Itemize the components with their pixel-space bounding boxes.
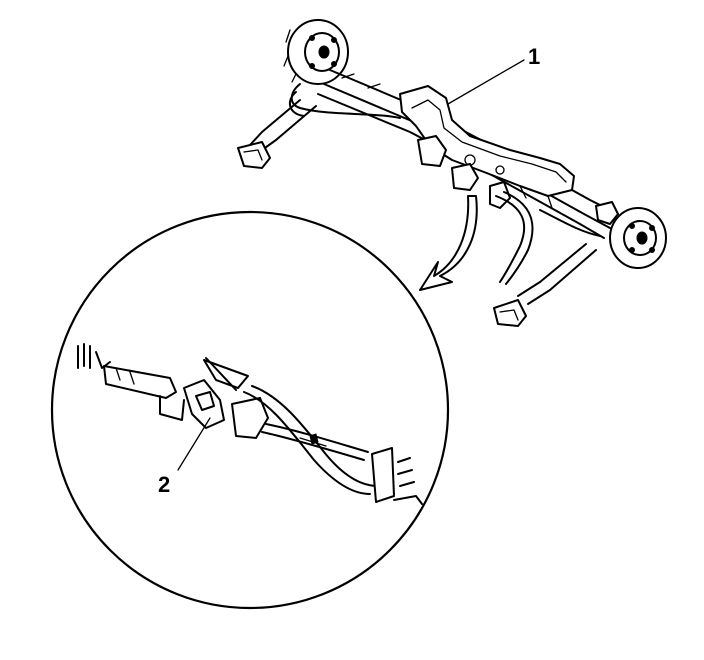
left-brake-hub (283, 19, 349, 85)
center-bracket (417, 135, 511, 209)
rear-axle-assembly (237, 19, 667, 327)
right-frame-section (371, 447, 423, 505)
callout-2: 2 (158, 417, 211, 497)
left-frame-section (77, 343, 185, 421)
detail-arrow (419, 195, 478, 291)
cable-bracket-detail: 2 (50, 210, 450, 610)
callout-label-2: 2 (158, 472, 170, 497)
callout-1: 1 (447, 44, 540, 105)
right-brake-hub (595, 201, 667, 269)
left-trailing-arm (237, 99, 317, 169)
brake-cables (288, 83, 601, 285)
cable-bracket (183, 357, 249, 429)
cable-housing (231, 385, 379, 495)
right-trailing-arm (493, 243, 597, 327)
callout-label-1: 1 (528, 44, 540, 69)
